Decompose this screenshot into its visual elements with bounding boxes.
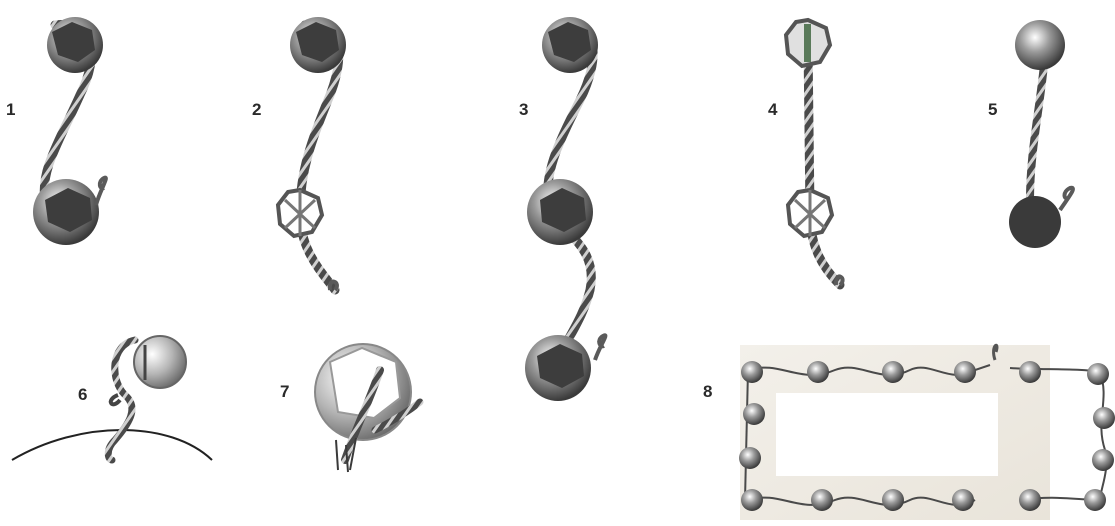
panel-window [776, 393, 998, 476]
step-label-2: 2 [252, 100, 261, 120]
figure-4-double-knot [786, 20, 843, 285]
figure-8-frame-chain [739, 345, 1115, 520]
step-label-8: 8 [703, 382, 712, 402]
figure-5-ball-loop [1009, 20, 1073, 248]
figure-2-rope-knot [278, 17, 346, 290]
step-label-7: 7 [280, 382, 289, 402]
step-label-5: 5 [988, 100, 997, 120]
button-ball [134, 336, 186, 388]
figure-6-button-on-fabric [12, 336, 212, 460]
ball-bottom [1009, 196, 1061, 248]
figure-7-toggle-tied [315, 344, 420, 472]
ball-top [1015, 20, 1065, 70]
step-label-1: 1 [6, 100, 15, 120]
step-label-3: 3 [519, 100, 528, 120]
step-label-6: 6 [78, 385, 87, 405]
figure-1-rope-toggles [33, 17, 106, 245]
step-label-4: 4 [768, 100, 777, 120]
figure-3-rope-three-toggles [525, 17, 605, 401]
